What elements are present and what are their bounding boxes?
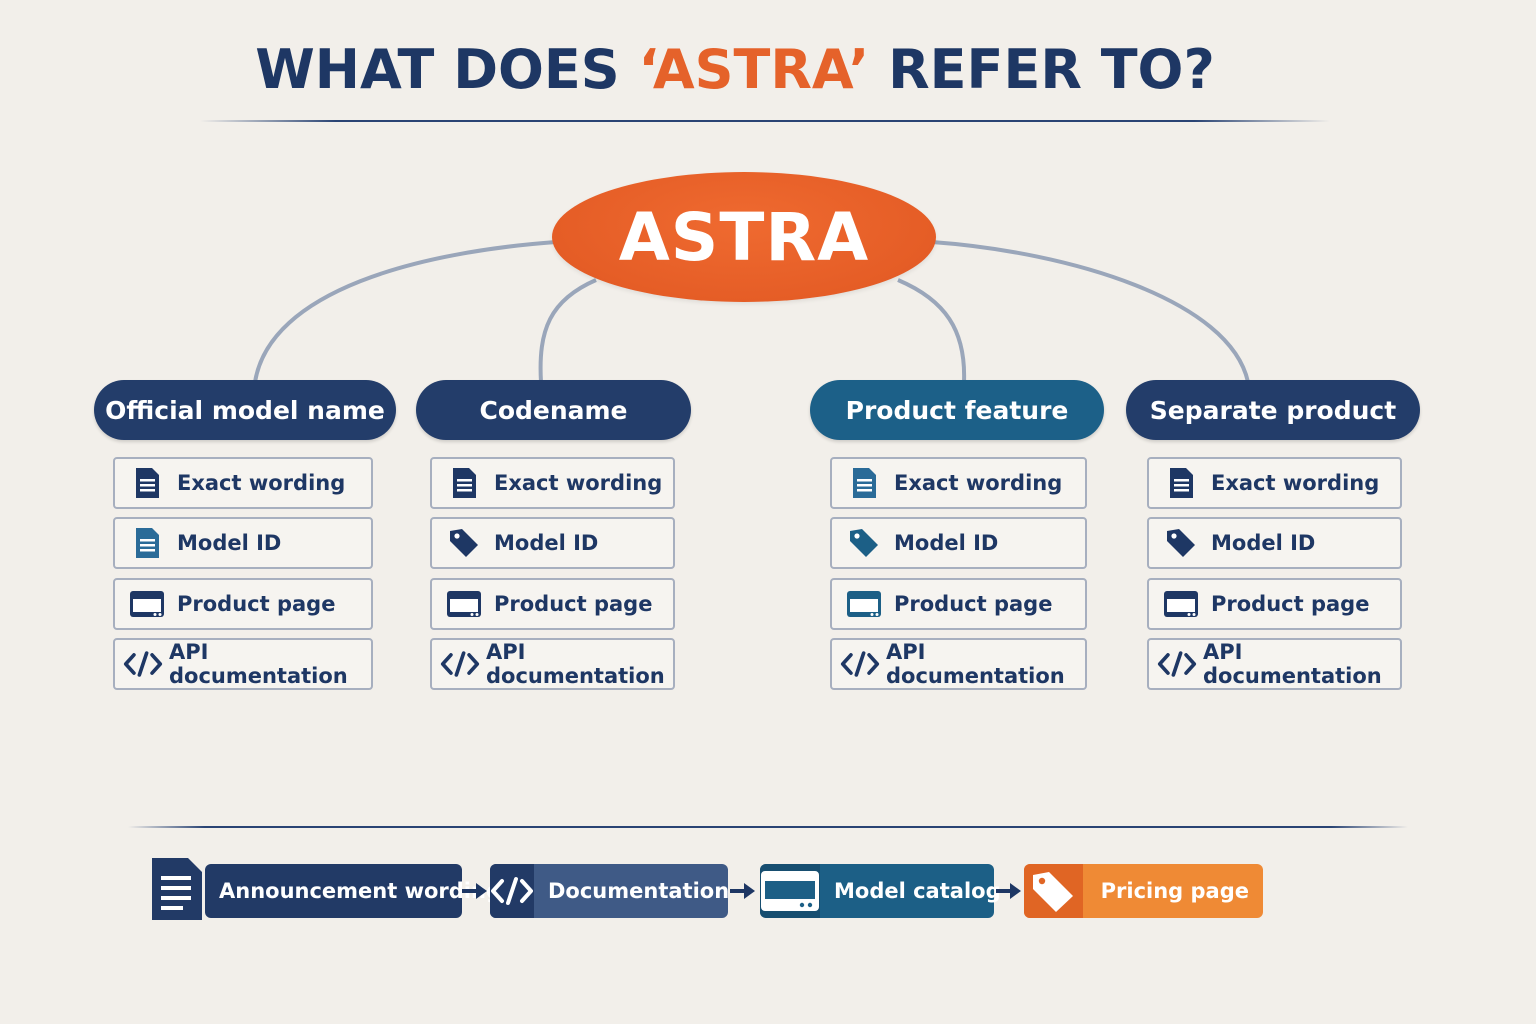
item-product-page: Product page bbox=[113, 578, 373, 630]
category-codename: Codename bbox=[416, 380, 691, 440]
document-icon bbox=[444, 463, 484, 503]
item-label: Model ID bbox=[1211, 531, 1316, 555]
item-exact-wording: Exact wording bbox=[1147, 457, 1402, 509]
flow-step-model-catalog: Model catalog bbox=[760, 864, 1001, 918]
document-icon bbox=[127, 463, 167, 503]
document-icon bbox=[152, 858, 202, 920]
tag-icon bbox=[1161, 523, 1201, 563]
code-icon bbox=[440, 644, 480, 684]
item-model-id: Model ID bbox=[1147, 517, 1402, 569]
flow-step-label: Announcement wording bbox=[219, 879, 501, 903]
flow-step-announcement-wording: Announcement wording bbox=[205, 864, 501, 918]
page-title: WHAT DOES ‘ASTRA’ REFER TO? bbox=[0, 38, 1470, 101]
code-icon bbox=[123, 644, 163, 684]
item-label: Product page bbox=[494, 592, 653, 616]
connector-codename bbox=[538, 278, 597, 383]
category-label: Separate product bbox=[1149, 395, 1397, 425]
flow-step-label: Pricing page bbox=[1100, 879, 1249, 903]
item-label: API documentation bbox=[1203, 640, 1382, 688]
item-product-page: Product page bbox=[430, 578, 675, 630]
category-label: Product feature bbox=[845, 395, 1069, 425]
title-prefix: WHAT DOES bbox=[255, 38, 639, 101]
item-label: Model ID bbox=[494, 531, 599, 555]
category-label: Official model name bbox=[105, 395, 385, 425]
item-model-id: Model ID bbox=[430, 517, 675, 569]
connector-separate-product bbox=[931, 240, 1250, 383]
tag-icon bbox=[1024, 864, 1083, 918]
arrow-right-icon bbox=[996, 883, 1021, 899]
item-label: Model ID bbox=[177, 531, 282, 555]
flow-step-label: Documentation bbox=[548, 879, 730, 903]
item-model-id: Model ID bbox=[830, 517, 1087, 569]
flow-step-pricing-page: Pricing page bbox=[1024, 864, 1263, 918]
item-api-documentation: API documentation bbox=[1147, 638, 1402, 690]
item-product-page: Product page bbox=[1147, 578, 1402, 630]
tag-icon bbox=[844, 523, 884, 563]
title-divider bbox=[200, 120, 1330, 122]
document-icon bbox=[1161, 463, 1201, 503]
document-icon bbox=[844, 463, 884, 503]
item-label: Exact wording bbox=[494, 471, 663, 495]
code-icon bbox=[1157, 644, 1197, 684]
item-label: API documentation bbox=[169, 640, 348, 688]
item-label: Product page bbox=[894, 592, 1053, 616]
item-label: Model ID bbox=[894, 531, 999, 555]
connector-product-feature bbox=[897, 278, 967, 383]
arrow-right-icon bbox=[462, 883, 487, 899]
browser-window-icon bbox=[844, 584, 884, 624]
title-suffix: REFER TO? bbox=[869, 38, 1215, 101]
item-exact-wording: Exact wording bbox=[430, 457, 675, 509]
code-icon bbox=[490, 864, 534, 918]
category-label: Codename bbox=[479, 395, 628, 425]
item-exact-wording: Exact wording bbox=[113, 457, 373, 509]
flow-step-label: Model catalog bbox=[834, 879, 1001, 903]
browser-window-icon bbox=[760, 864, 820, 918]
section-divider bbox=[128, 826, 1408, 828]
browser-window-icon bbox=[127, 584, 167, 624]
center-node-label: ASTRA bbox=[618, 198, 870, 276]
item-api-documentation: API documentation bbox=[430, 638, 675, 690]
item-label: Product page bbox=[1211, 592, 1370, 616]
code-icon bbox=[840, 644, 880, 684]
category-product-feature: Product feature bbox=[810, 380, 1104, 440]
category-separate-product: Separate product bbox=[1126, 380, 1420, 440]
item-api-documentation: API documentation bbox=[113, 638, 373, 690]
item-product-page: Product page bbox=[830, 578, 1087, 630]
arrow-right-icon bbox=[730, 883, 755, 899]
flow-step-documentation: Documentation bbox=[490, 864, 729, 918]
item-label: Exact wording bbox=[177, 471, 346, 495]
item-label: Product page bbox=[177, 592, 336, 616]
document-icon bbox=[127, 523, 167, 563]
browser-window-icon bbox=[1161, 584, 1201, 624]
item-label: Exact wording bbox=[1211, 471, 1380, 495]
item-label: Exact wording bbox=[894, 471, 1063, 495]
center-node-astra: ASTRA bbox=[552, 172, 936, 302]
item-model-id: Model ID bbox=[113, 517, 373, 569]
item-api-documentation: API documentation bbox=[830, 638, 1087, 690]
connector-official-model-name bbox=[253, 240, 557, 383]
title-highlight: ‘ASTRA’ bbox=[638, 38, 870, 101]
category-official-model-name: Official model name bbox=[94, 380, 396, 440]
tag-icon bbox=[444, 523, 484, 563]
item-label: API documentation bbox=[886, 640, 1065, 688]
item-label: API documentation bbox=[486, 640, 665, 688]
item-exact-wording: Exact wording bbox=[830, 457, 1087, 509]
browser-window-icon bbox=[444, 584, 484, 624]
